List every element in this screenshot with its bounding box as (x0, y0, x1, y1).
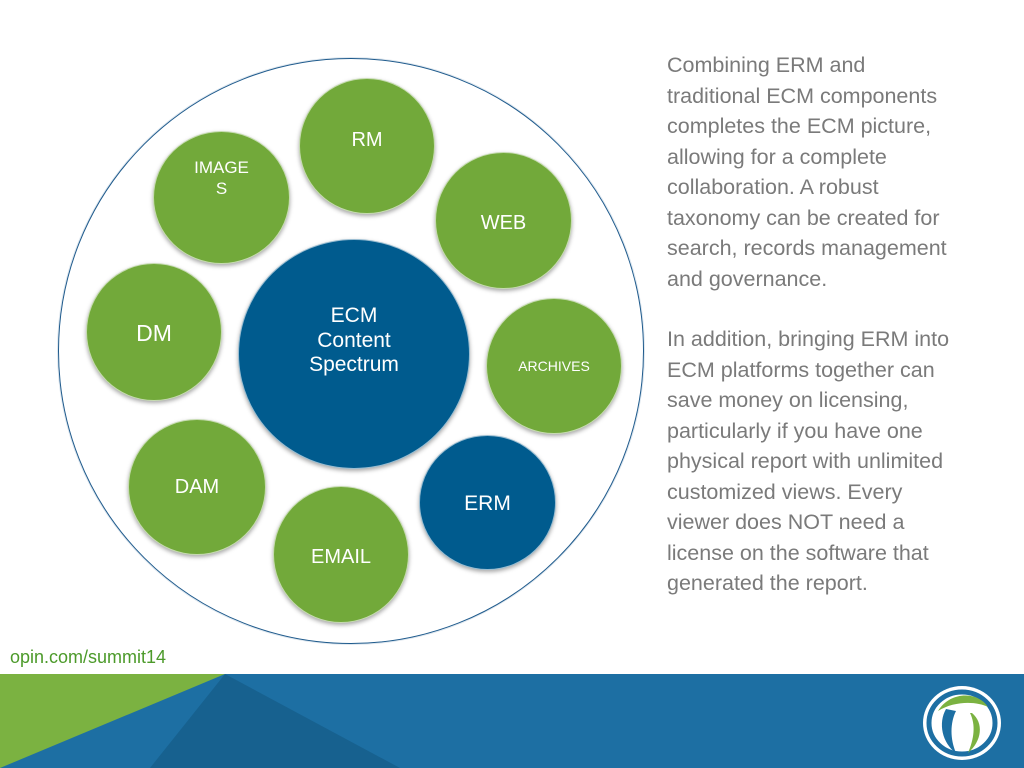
archives-label: ARCHIVES (518, 357, 590, 374)
footer-band-shade (150, 674, 400, 768)
rm-label: RM (351, 129, 383, 152)
footer-band-green (0, 674, 225, 768)
dm-label: DM (136, 320, 172, 347)
email-circle: EMAIL (273, 486, 409, 623)
web-label: WEB (480, 211, 527, 234)
web-circle: WEB (435, 152, 572, 289)
summit-link[interactable]: opin.com/summit14 (10, 647, 167, 667)
erm-circle: ERM (419, 435, 556, 570)
email-label: EMAIL (310, 545, 372, 568)
description-paragraph-1: Combining ERM and traditional ECM compon… (667, 53, 947, 291)
footer-band (0, 674, 1024, 768)
description-paragraph-2: In addition, bringing ERM into ECM platf… (667, 327, 950, 595)
outer-ring (58, 58, 644, 644)
images-circle: IMAGE S (153, 131, 290, 264)
archives-circle: ARCHIVES (486, 298, 622, 434)
dm-circle: DM (86, 263, 222, 401)
rm-circle: RM (299, 78, 435, 214)
description-text: Combining ERM and traditional ECM compon… (667, 50, 997, 599)
erm-label: ERM (464, 492, 511, 516)
ecm-content-spectrum-label: ECM Content Spectrum (309, 303, 399, 377)
dam-circle: DAM (128, 419, 266, 555)
ecm-content-spectrum-circle: ECM Content Spectrum (238, 239, 470, 469)
images-label: IMAGE S (194, 158, 249, 198)
dam-label: DAM (174, 476, 220, 499)
opin-logo-icon (923, 686, 1001, 760)
